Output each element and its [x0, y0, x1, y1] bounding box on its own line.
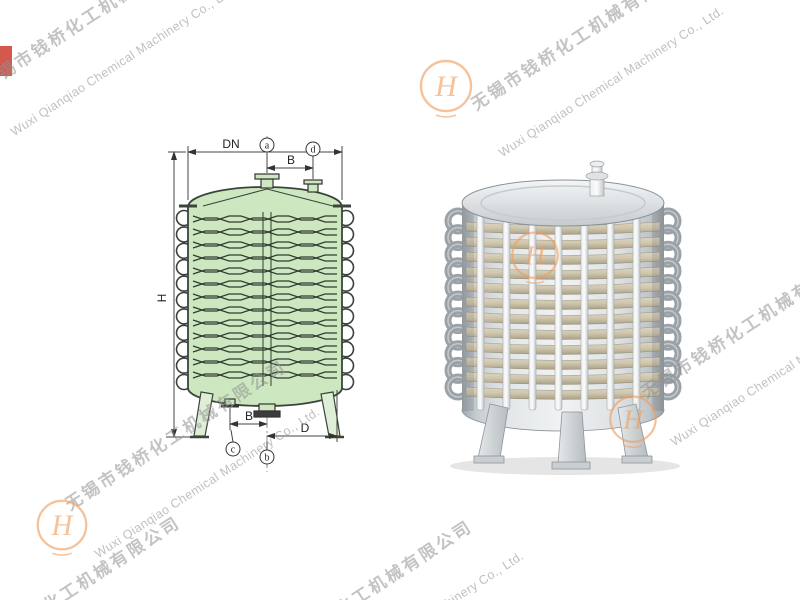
plate-layer [192, 230, 337, 236]
tie-rod [580, 211, 589, 411]
plate-layer [192, 319, 337, 325]
product-photo [444, 160, 682, 475]
top-nozzle [585, 160, 609, 197]
plate-layer [192, 321, 337, 327]
plate-layer [192, 347, 337, 353]
plate-layer [192, 293, 337, 299]
top-head [461, 179, 665, 227]
top-head-details [179, 188, 351, 208]
callout-c: c [231, 445, 236, 456]
plate-layer [192, 241, 337, 247]
plate-layer [192, 345, 337, 351]
dim-label-d: D [301, 421, 310, 435]
plate-layer [192, 269, 337, 275]
support-legs-3d [473, 403, 653, 470]
plate-layer [192, 295, 337, 301]
edge-shade-right [652, 203, 664, 411]
dimension-labels: DN B H B D [155, 137, 310, 435]
plate-layer [192, 217, 337, 223]
top-side-nozzle [303, 179, 323, 193]
plate-layer [192, 332, 337, 338]
plate-layer [192, 282, 337, 288]
coil-loops-right [337, 209, 355, 391]
plate-layer [192, 215, 337, 221]
plate-layer [192, 360, 337, 366]
tie-rod [528, 211, 537, 411]
plate-layer [192, 256, 337, 262]
bottom-side-nozzle [221, 398, 239, 408]
half-coil-left [444, 207, 472, 401]
tie-rod [632, 211, 641, 411]
plate-layer [192, 267, 337, 273]
dim-label-h: H [155, 294, 169, 303]
plate-layer [192, 373, 337, 379]
plate-layer [192, 358, 337, 364]
callout-b: b [265, 453, 270, 464]
plate-layer [192, 228, 337, 234]
schematic-drawing: DN B H B D a d b c [155, 136, 355, 472]
plate-layer [192, 334, 337, 340]
tie-rod [476, 211, 485, 411]
nozzle-callouts: a d b c [225, 137, 321, 465]
tie-rod [502, 211, 511, 411]
dim-label-dn: DN [222, 137, 239, 151]
dim-label-b-bottom: B [245, 409, 253, 423]
plate-layer [192, 371, 337, 377]
dim-label-b-top: B [287, 153, 295, 167]
spiral-plate-stack [192, 215, 337, 379]
plate-layer [192, 280, 337, 286]
plate-layer [192, 254, 337, 260]
tie-rod [606, 211, 615, 411]
callout-a: a [265, 141, 270, 152]
plate-layer [192, 306, 337, 312]
top-head-ring [480, 185, 646, 221]
edge-shade-left [462, 203, 474, 411]
plate-layer [192, 308, 337, 314]
top-center-nozzle [254, 173, 280, 189]
plate-layer [192, 243, 337, 249]
bottom-center-nozzle [253, 403, 281, 418]
tie-rod [554, 211, 563, 411]
callout-d: d [311, 145, 316, 156]
